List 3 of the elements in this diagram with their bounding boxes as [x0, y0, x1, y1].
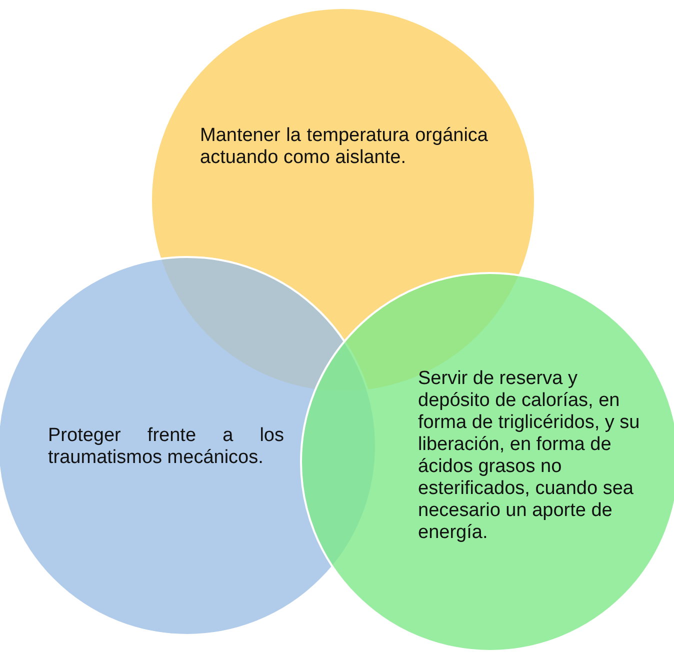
circle-text: Servir de reserva y depósito de calorías, en forma de triglicéridos, y su liberación, en forma de ácidos grasos no esterificados, cuando sea necesario un aporte de energía.	[418, 368, 641, 544]
circle-text: Mantener la temperatura orgánica actuando como aislante.	[200, 125, 488, 169]
circle-text: Proteger frente a los traumatismos mecánicos.	[48, 425, 284, 469]
